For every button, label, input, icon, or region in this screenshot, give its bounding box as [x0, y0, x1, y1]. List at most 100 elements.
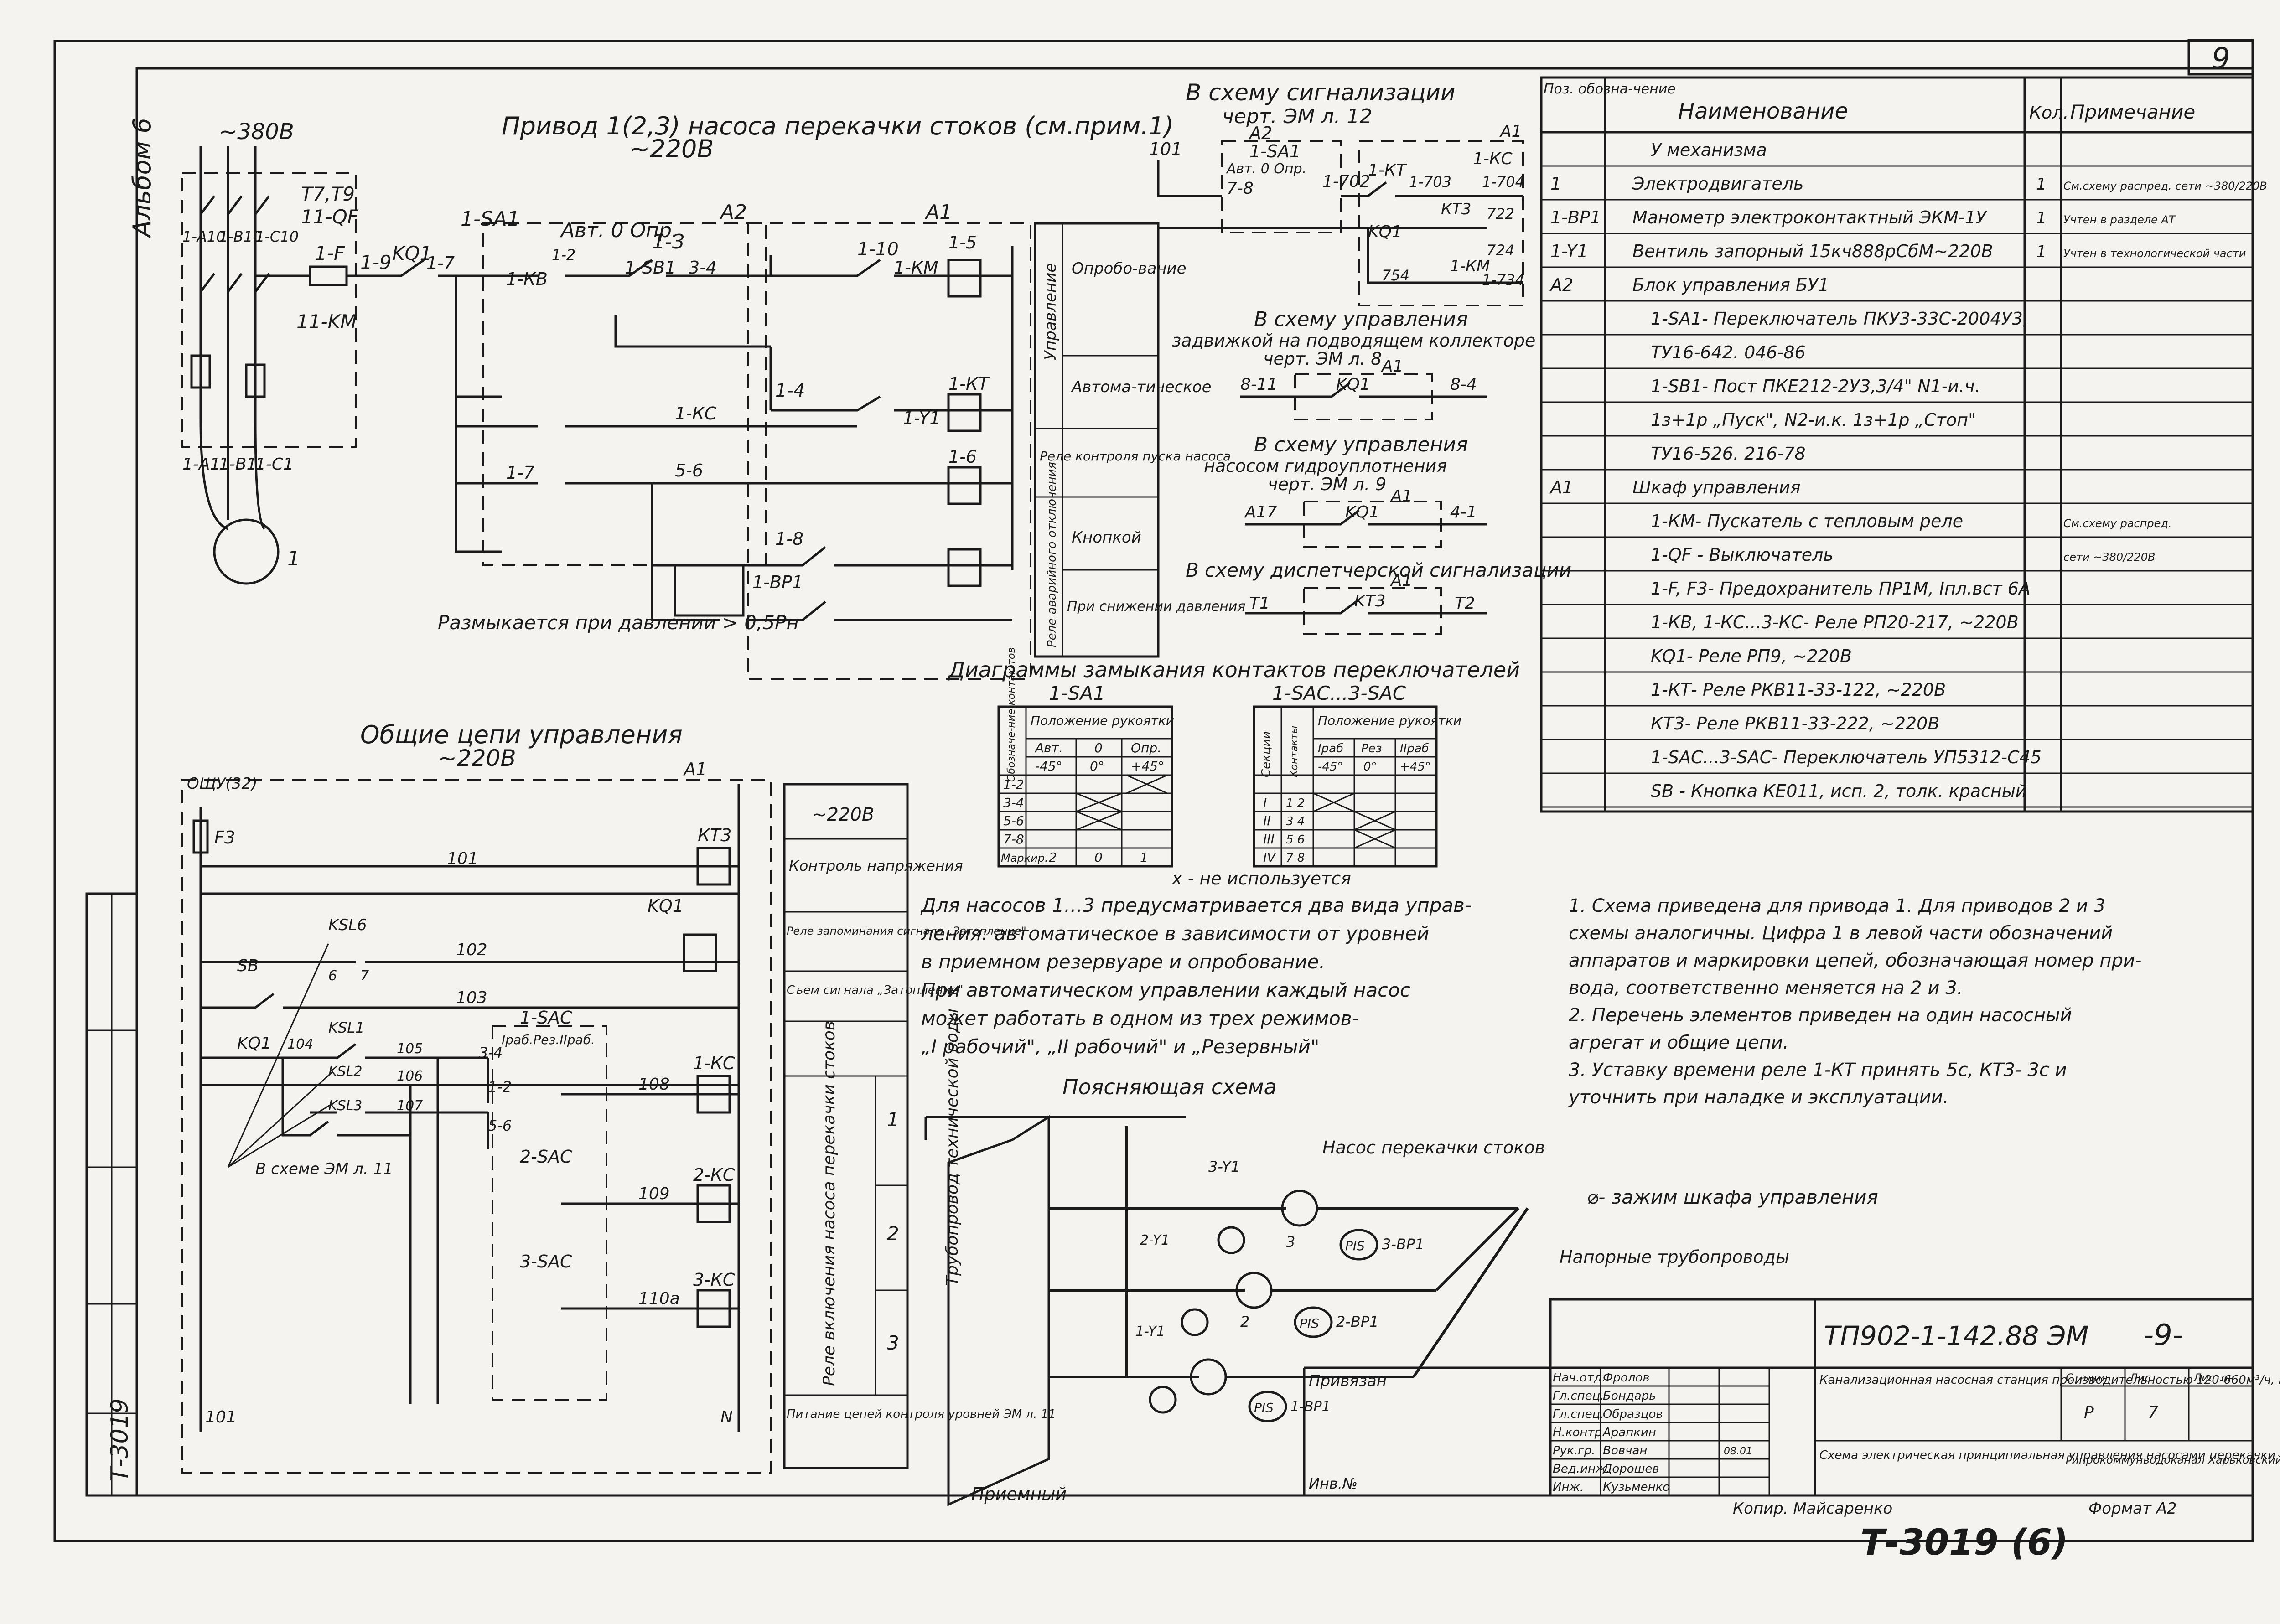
tb-name: Бондарь: [1603, 1389, 1656, 1403]
sac-mode-1: Рез: [1361, 742, 1382, 755]
legend-pressure: При снижении давления: [1067, 599, 1245, 615]
drive-label-34: 1-КВ: [506, 269, 548, 289]
gen-ksl3: KSL3: [328, 1098, 363, 1114]
side-stamp: Т-3019: [106, 1398, 134, 1482]
table-cell-pos: 1-Y1: [1550, 241, 1588, 261]
table-cell-note: Учтен в разделе АТ: [2063, 213, 2176, 226]
dispatch-kt3: KT3: [1354, 592, 1386, 610]
sa1-title: 1-SA1: [1049, 682, 1105, 704]
qf-panel: [181, 172, 357, 448]
table-cell-name: 1-SB1- Пост ПКЕ212-2У3,3/4" N1-и.ч.: [1651, 376, 1980, 396]
hyd-receiver: Приемный: [971, 1484, 1067, 1504]
signal-a1: A1: [1499, 122, 1522, 141]
table-cell-name: SB - Кнопка КЕ011, исп. 2, толк. красный: [1651, 781, 2026, 801]
coil-kt: [947, 466, 982, 505]
drive-label-avt: 1-2: [552, 246, 575, 264]
drive-feed: [255, 259, 502, 553]
gen-kq1: KQ1: [648, 896, 684, 916]
sa1-row-2: 5-6: [1003, 813, 1024, 828]
sac-contacts-1: 3 4: [1286, 815, 1305, 828]
gen-7: 7: [360, 968, 369, 984]
sac-mode-2: IIраб: [1400, 742, 1429, 755]
title-block: ТП902-1-142.88 ЭМ -9- Нач.отд.Гл.спец.Гл…: [1303, 1298, 2280, 1563]
gen-ksl6: KSL6: [328, 916, 367, 934]
signal-km: 1-КМ: [1450, 257, 1490, 275]
drive-label-1sb1: 1-3: [652, 230, 685, 253]
sa1-row-4: Маркир.: [1001, 852, 1048, 864]
drive-label-c1m: 1-C1: [255, 455, 294, 474]
signal-703: 1-703: [1409, 173, 1451, 191]
valve-84: 8-4: [1450, 375, 1477, 394]
seal-sub: насосом гидроуплотнения: [1204, 456, 1447, 476]
sheet-number: 9: [2212, 42, 2230, 76]
sa1-mark-1: 0: [1094, 850, 1103, 865]
tb-stage-head: Стадия: [2066, 1371, 2108, 1384]
table-cell-name: 1-SAC...3-SAC- Переключатель УП5312-С45: [1651, 747, 2042, 767]
tb-code: ТП902-1-142.88 ЭМ: [1824, 1320, 2088, 1351]
hyd-pis-3: PIS: [1345, 1238, 1365, 1253]
table-row: ТУ16-526. 216-78: [1541, 444, 2253, 471]
drive-label-b10: 1-B10: [219, 228, 262, 245]
drive-note: Размыкается при давлении > 0,5Рн: [438, 611, 799, 634]
notes-right: 1. Схема приведена для привода 1. Для пр…: [1568, 895, 2141, 1108]
hyd-3y1: 3-Y1: [1208, 1158, 1240, 1175]
notes-left-line: „I рабочий", „II рабочий" и „Резервный": [921, 1035, 1319, 1058]
gen-3sac: 3-SAC: [520, 1252, 572, 1272]
tb-inv: Инв.№: [1309, 1475, 1358, 1492]
table-cell-name: КТ3- Реле РКВ11-33-222, ~220В: [1651, 714, 1939, 734]
table-cell-name: 1з+1р „Пуск", N2-и.к. 1з+1р „Стоп": [1651, 410, 1976, 430]
signal-a2: A2: [1248, 123, 1272, 143]
tb-name: Образцов: [1603, 1407, 1663, 1421]
notes-right-line: 3. Уставку времени реле 1-КТ принять 5с,…: [1569, 1060, 2067, 1081]
signal-kq1: KQ1: [1368, 222, 1402, 241]
sa1-angle-2: +45°: [1131, 759, 1164, 774]
drive-label-13: 3-4: [689, 258, 717, 278]
hyd-2bp1: 2-BP1: [1336, 1313, 1379, 1330]
drive-label-kt: 1-6: [948, 447, 977, 467]
sa1-head-contacts: Обозначе-ние контак-тов: [1006, 647, 1017, 782]
tb-roles: Нач.отд.Гл.спец.Гл.спец.Н.контр.Рук.гр.В…: [1553, 1371, 1670, 1494]
signal-722: 722: [1487, 205, 1514, 222]
tb-sheet: 7: [2148, 1403, 2158, 1422]
drive-label-motor: 1: [287, 547, 300, 570]
hyd-pipe-label: Трубопровод технической воды: [943, 1009, 962, 1286]
table-cell-note: Учтен в технологической части: [2063, 247, 2246, 260]
contacts-title: Диаграммы замыкания контактов переключат…: [948, 657, 1520, 682]
sa1-head-position: Положение рукоятки: [1031, 713, 1174, 728]
general-circuits: Общие цепи управления ~220В ОЩУ(32) F3 1…: [181, 720, 772, 1474]
drive-label-19: 1-9: [360, 251, 392, 274]
table-row: 1-SAC...3-SAC- Переключатель УП5312-С45: [1541, 747, 2253, 774]
drive-label-11km: 11-KM: [296, 310, 357, 333]
table-head-note: Примечание: [2070, 101, 2195, 123]
sa1-mode-1: 0: [1094, 740, 1103, 755]
table-cell-qty: 1: [2036, 175, 2047, 194]
table-cell-name: Манометр электроконтактный ЭКМ-1У: [1632, 207, 1988, 228]
seal-kq1: KQ1: [1345, 503, 1379, 522]
tb-stamp: Т-3019 (6): [1860, 1522, 2068, 1563]
drive-label-16: 5-6: [675, 460, 703, 481]
valve-title: В схему управления: [1254, 308, 1468, 331]
notes-left: Для насосов 1...3 предусматривается два …: [920, 894, 1472, 1058]
general-voltage: ~220В: [438, 745, 516, 771]
drive-label-17b: 1-8: [775, 529, 803, 549]
gen-3kc: 3-КС: [693, 1270, 735, 1290]
table-cell-name: Блок управления БУ1: [1632, 275, 1829, 295]
gen-103: 103: [456, 988, 487, 1007]
table-cell-name: У механизма: [1651, 140, 1767, 160]
drive-voltage: ~220В: [629, 134, 714, 163]
tb-sheet-title: Схема электрическая принципиальная управ…: [1819, 1448, 2280, 1462]
sa1-mark-2: 1: [1140, 850, 1148, 865]
sa1-mode-0: Авт.: [1034, 740, 1063, 755]
seal-a1: A1: [1390, 487, 1413, 506]
hyd-legend: ⌀- зажим шкафа управления: [1587, 1186, 1878, 1208]
valve-811: 8-11: [1240, 375, 1278, 394]
drive-label-17: 1-7: [426, 253, 455, 273]
table-cell-note: сети ~380/220В: [2063, 551, 2155, 564]
motor-symbol: [213, 518, 280, 585]
table-cell-name: Вентиль запорный 15кч888рСбМ~220В: [1632, 241, 1993, 261]
notes-right-line: аппаратов и маркировки цепей, обозначающ…: [1569, 950, 2141, 971]
gen-104: 104: [287, 1036, 313, 1052]
hyd-1y1: 1-Y1: [1135, 1324, 1165, 1340]
